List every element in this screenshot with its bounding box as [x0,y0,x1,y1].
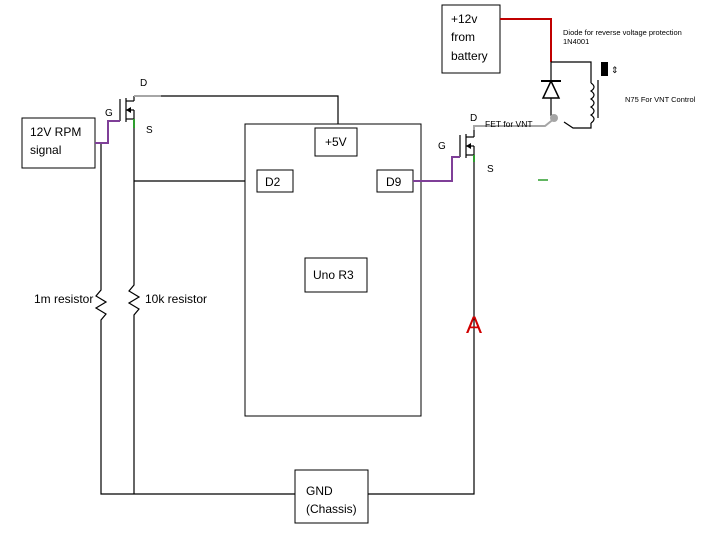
coil-caption: N75 For VNT Control [625,95,696,104]
resistor-10k-label: 10k resistor [145,292,207,306]
wire-10k-rail [127,126,141,494]
resistor-1m-label: 1m resistor [34,292,93,306]
gnd-box [294,469,369,524]
fet2-g-label: G [438,141,446,152]
rpm-signal-box [21,117,96,169]
node-marker-a: A [466,312,482,339]
diode-caption-1: Diode for reverse voltage protection [563,28,682,37]
svg-text:⇕: ⇕ [611,65,619,75]
wire-5v [161,95,339,128]
plus5v-pin-box [314,127,358,157]
battery-box [441,4,501,74]
uno-label: Uno R3 [313,268,354,282]
fet2-gate-lead [413,156,460,182]
fet2-drain-lead [473,117,556,130]
rpm-label-2: signal [30,143,61,157]
plus5v-label: +5V [325,135,347,149]
fet1-s-label: S [146,125,153,136]
n75-coil-icon: ⇕ [551,61,619,129]
gnd-label-1: GND [306,484,333,498]
battery-label-1: +12v [451,12,477,26]
d2-pin-box [256,169,294,193]
uno-label-box [304,257,368,293]
fet1-d-label: D [140,78,147,89]
fet2-s-label: S [487,164,494,175]
fet1-transistor [119,96,135,122]
diode-caption-2: 1N4001 [563,37,589,46]
battery-label-3: battery [451,49,488,63]
d9-label: D9 [386,175,402,189]
supply-wire [500,18,552,62]
fet2-d-label: D [470,113,477,124]
fet2-transistor [459,130,475,160]
rpm-label-1: 12V RPM [30,125,81,139]
d2-label: D2 [265,175,281,189]
battery-label-2: from [451,30,475,44]
wire-1m-rail [94,143,295,495]
wire-fet2-source [368,160,475,495]
gnd-label-2: (Chassis) [306,502,357,516]
fet1-gate-lead [95,120,120,144]
diode-1n4001-icon [541,62,561,122]
fet1-g-label: G [105,108,113,119]
fet-vnt-caption: FET for VNT [485,119,533,129]
